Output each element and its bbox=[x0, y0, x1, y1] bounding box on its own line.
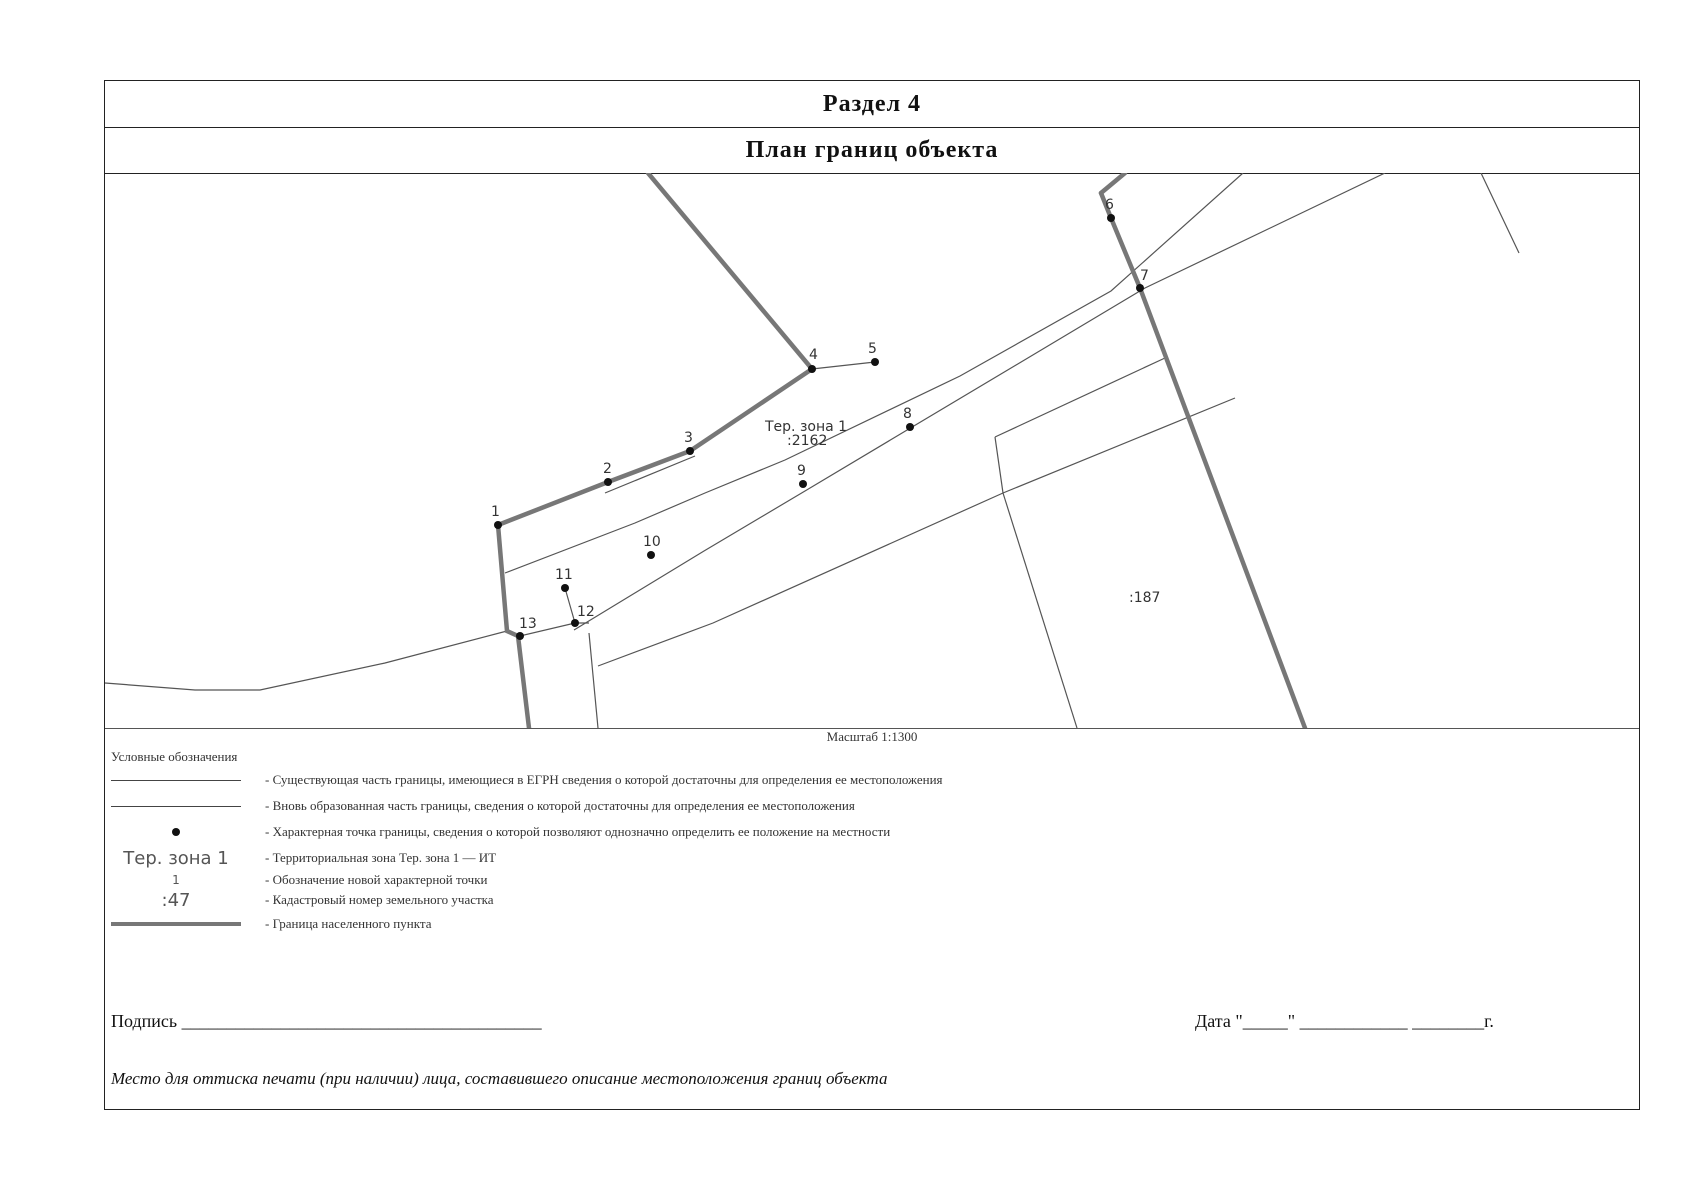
parcel-line-axis bbox=[573, 173, 1386, 631]
new-boundary-line-symbol bbox=[111, 805, 241, 807]
zone-label: Тер. зона 1 bbox=[764, 419, 847, 435]
point-10 bbox=[647, 551, 655, 559]
document-frame: Раздел 4 План границ объекта bbox=[104, 80, 1640, 1110]
scale-label: Масштаб 1:1300 bbox=[826, 729, 918, 744]
settlement-boundary-westdown bbox=[495, 522, 532, 728]
point-6 bbox=[1107, 214, 1115, 222]
point-2 bbox=[604, 478, 612, 486]
parcel-line-2-3 bbox=[604, 455, 696, 494]
date-line: Дата "_____" ____________ ________г. bbox=[1195, 1011, 1494, 1031]
cad-label-other: :187 bbox=[1129, 590, 1160, 606]
legend: Условные обозначения - Существующая част… bbox=[111, 749, 1311, 931]
legend-row-newpoint: 1 - Обозначение новой характерной точки bbox=[111, 869, 487, 891]
cad-label-main: :2162 bbox=[787, 433, 827, 449]
signature-line: Подпись ________________________________… bbox=[111, 1011, 542, 1031]
existing-boundary-line-symbol bbox=[111, 779, 241, 781]
point-label-11: 11 bbox=[555, 567, 573, 583]
legend-text: - Территориальная зона Тер. зона 1 — ИТ bbox=[265, 850, 497, 865]
settlement-boundary-west bbox=[495, 366, 815, 528]
seal-note: Место для оттиска печати (при наличии) л… bbox=[111, 1069, 888, 1088]
legend-text: - Характерная точка границы, сведения о … bbox=[265, 824, 891, 839]
point-label-7: 7 bbox=[1140, 268, 1149, 284]
point-dot-symbol bbox=[172, 828, 180, 836]
legend-row-cad: :47 - Кадастровый номер земельного участ… bbox=[111, 889, 494, 911]
legend-text: - Существующая часть границы, имеющиеся … bbox=[265, 772, 943, 787]
point-11 bbox=[561, 584, 569, 592]
cad-symbol: :47 bbox=[161, 889, 191, 911]
settlement-boundary-north bbox=[645, 173, 815, 372]
boundary-plan-map: 1 2 3 4 5 6 7 8 9 10 11 12 13 Тер. зона … bbox=[105, 173, 1639, 729]
legend-row-zone: Тер. зона 1 - Территориальная зона Тер. … bbox=[111, 847, 496, 869]
settlement-boundary-symbol bbox=[111, 922, 241, 926]
parcel-line-lower-strip bbox=[597, 397, 1236, 667]
parcel-line-block-left bbox=[994, 436, 1004, 494]
point-13 bbox=[516, 632, 524, 640]
point-label-2: 2 bbox=[603, 461, 612, 477]
point-9 bbox=[799, 480, 807, 488]
parcel-line-inner-block bbox=[1002, 492, 1078, 728]
map-drawing: 1 2 3 4 5 6 7 8 9 10 11 12 13 Тер. зона … bbox=[105, 173, 1520, 728]
point-label-3: 3 bbox=[684, 430, 693, 446]
section-title: Раздел 4 bbox=[105, 81, 1639, 128]
point-label-5: 5 bbox=[868, 341, 877, 357]
parcel-line-southwest bbox=[105, 630, 508, 691]
point-label-8: 8 bbox=[903, 406, 912, 422]
legend-text: - Вновь образованная часть границы, свед… bbox=[265, 798, 855, 813]
point-8 bbox=[906, 423, 914, 431]
parcel-line-block-top bbox=[994, 357, 1166, 438]
legend-row-existing: - Существующая часть границы, имеющиеся … bbox=[111, 769, 943, 791]
point-5 bbox=[871, 358, 879, 366]
point-1 bbox=[494, 521, 502, 529]
point-label-4: 4 bbox=[809, 347, 818, 363]
point-3 bbox=[686, 447, 694, 455]
legend-text: - Обозначение новой характерной точки bbox=[265, 872, 488, 887]
legend-text: - Кадастровый номер земельного участка bbox=[265, 892, 494, 907]
legend-row-point: - Характерная точка границы, сведения о … bbox=[111, 821, 890, 843]
parcel-line-upper-strip bbox=[504, 173, 1244, 574]
settlement-boundary-east bbox=[1098, 190, 1308, 728]
new-point-symbol: 1 bbox=[172, 873, 180, 887]
legend-row-new: - Вновь образованная часть границы, свед… bbox=[111, 795, 855, 817]
plan-title: План границ объекта bbox=[105, 127, 1639, 174]
point-4 bbox=[808, 365, 816, 373]
point-label-9: 9 bbox=[797, 463, 806, 479]
parcel-line-12-down bbox=[588, 632, 599, 728]
parcel-line-4-5 bbox=[811, 361, 876, 370]
legend-title: Условные обозначения bbox=[111, 749, 238, 764]
zone-symbol: Тер. зона 1 bbox=[123, 847, 229, 869]
point-label-6: 6 bbox=[1105, 197, 1114, 213]
point-12 bbox=[571, 619, 579, 627]
point-label-12: 12 bbox=[577, 604, 595, 620]
parcel-line-11-12 bbox=[564, 587, 576, 624]
parcel-line-right-edge bbox=[1480, 173, 1520, 254]
point-label-10: 10 bbox=[643, 534, 661, 550]
legend-row-settlement: - Граница населенного пункта bbox=[111, 913, 431, 935]
point-label-1: 1 bbox=[491, 504, 500, 520]
point-7 bbox=[1136, 284, 1144, 292]
legend-text: - Граница населенного пункта bbox=[265, 916, 432, 931]
settlement-boundary-east-top bbox=[1098, 173, 1128, 196]
point-label-13: 13 bbox=[519, 616, 537, 632]
